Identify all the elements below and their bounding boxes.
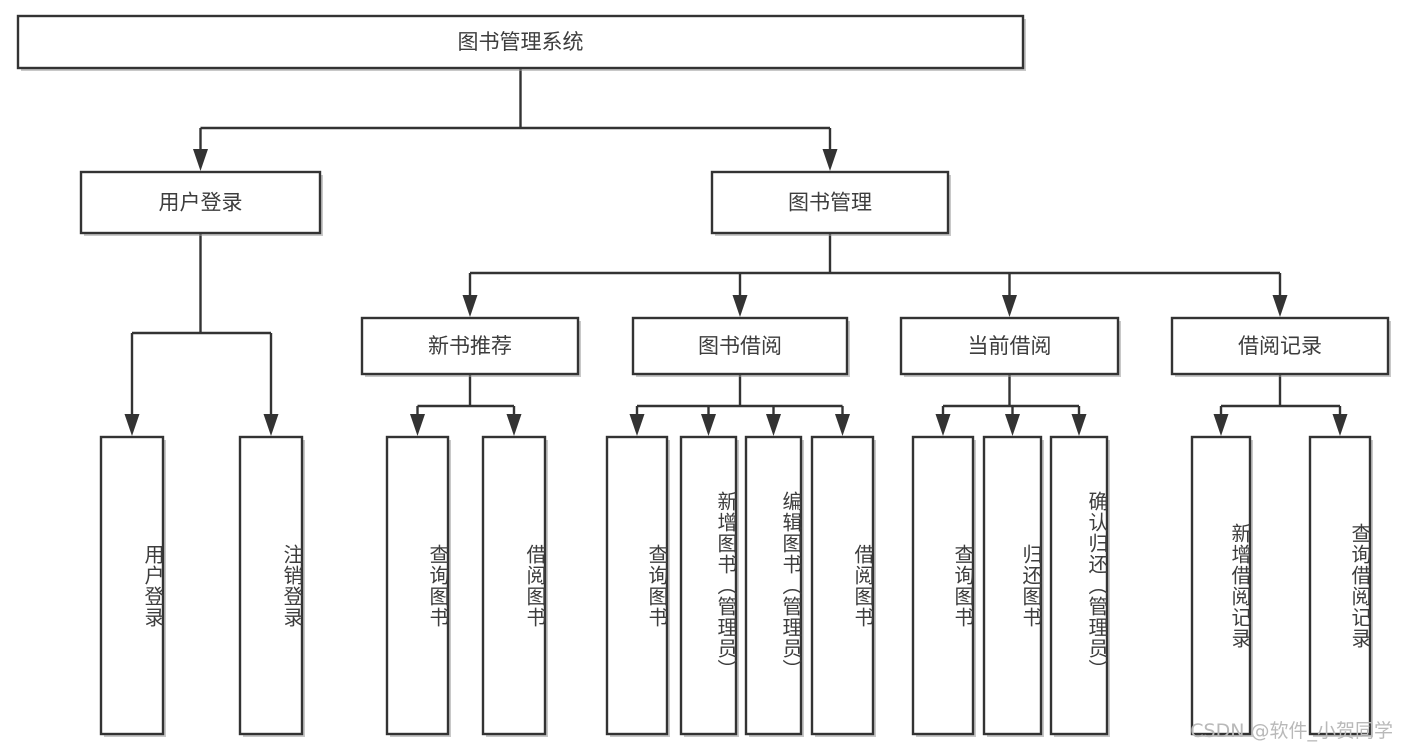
arrow-head-icon (506, 414, 522, 436)
arrow-head-icon (1272, 295, 1288, 317)
node-label-root: 图书管理系统 (458, 30, 584, 54)
node-label-newbook: 新书推荐 (428, 334, 512, 358)
node-box-leaf-user-logout[interactable] (238, 435, 304, 736)
node-box-leaf-newbook-query[interactable] (385, 435, 450, 736)
node-box-leaf-borrow-lend[interactable] (810, 435, 875, 736)
arrow-head-icon (1002, 295, 1017, 317)
node-box-leaf-borrow-query[interactable] (605, 435, 669, 736)
node-box-leaf-record-add[interactable] (1190, 435, 1252, 736)
node-box-leaf-current-confirm[interactable] (1049, 435, 1109, 736)
node-box-leaf-borrow-add[interactable] (679, 435, 738, 736)
arrow-head-icon (124, 414, 140, 436)
node-box-bookmgmt[interactable] (710, 170, 950, 235)
node-box-leaf-user-login[interactable] (99, 435, 165, 736)
node-label-borrow: 图书借阅 (698, 334, 782, 358)
node-box-leaf-borrow-edit[interactable] (744, 435, 803, 736)
node-box-newbook[interactable] (360, 316, 580, 376)
node-label-bookmgmt: 图书管理 (788, 191, 872, 215)
arrow-head-icon (1005, 414, 1020, 436)
arrow-head-icon (263, 414, 279, 436)
arrow-head-icon (935, 414, 951, 436)
arrow-head-icon (1332, 414, 1348, 436)
arrow-head-icon (629, 414, 645, 436)
node-label-current: 当前借阅 (968, 334, 1052, 358)
arrow-head-icon (766, 414, 781, 436)
arrow-head-icon (732, 295, 748, 317)
arrow-head-icon (822, 149, 838, 171)
node-box-leaf-newbook-borrow[interactable] (481, 435, 547, 736)
watermark-credit: CSDN @软件_小贺同学 (1190, 720, 1393, 742)
node-box-leaf-record-query[interactable] (1308, 435, 1372, 736)
node-box-root[interactable] (16, 14, 1025, 70)
node-box-leaf-current-query[interactable] (911, 435, 975, 736)
arrow-head-icon (193, 149, 208, 171)
arrow-head-icon (410, 414, 425, 436)
edges-layer (124, 68, 1348, 436)
node-box-current[interactable] (899, 316, 1120, 376)
arrow-head-icon (835, 414, 850, 436)
arrow-head-icon (462, 295, 478, 317)
arrow-head-icon (1213, 414, 1229, 436)
node-label-record: 借阅记录 (1238, 334, 1322, 358)
arrow-head-icon (1071, 414, 1087, 436)
node-box-record[interactable] (1170, 316, 1390, 376)
boxes-layer (16, 14, 1391, 737)
node-box-borrow[interactable] (631, 316, 849, 376)
node-label-login: 用户登录 (159, 191, 243, 215)
node-box-login[interactable] (79, 170, 322, 235)
node-box-leaf-current-return[interactable] (982, 435, 1043, 736)
arrow-head-icon (701, 414, 716, 436)
